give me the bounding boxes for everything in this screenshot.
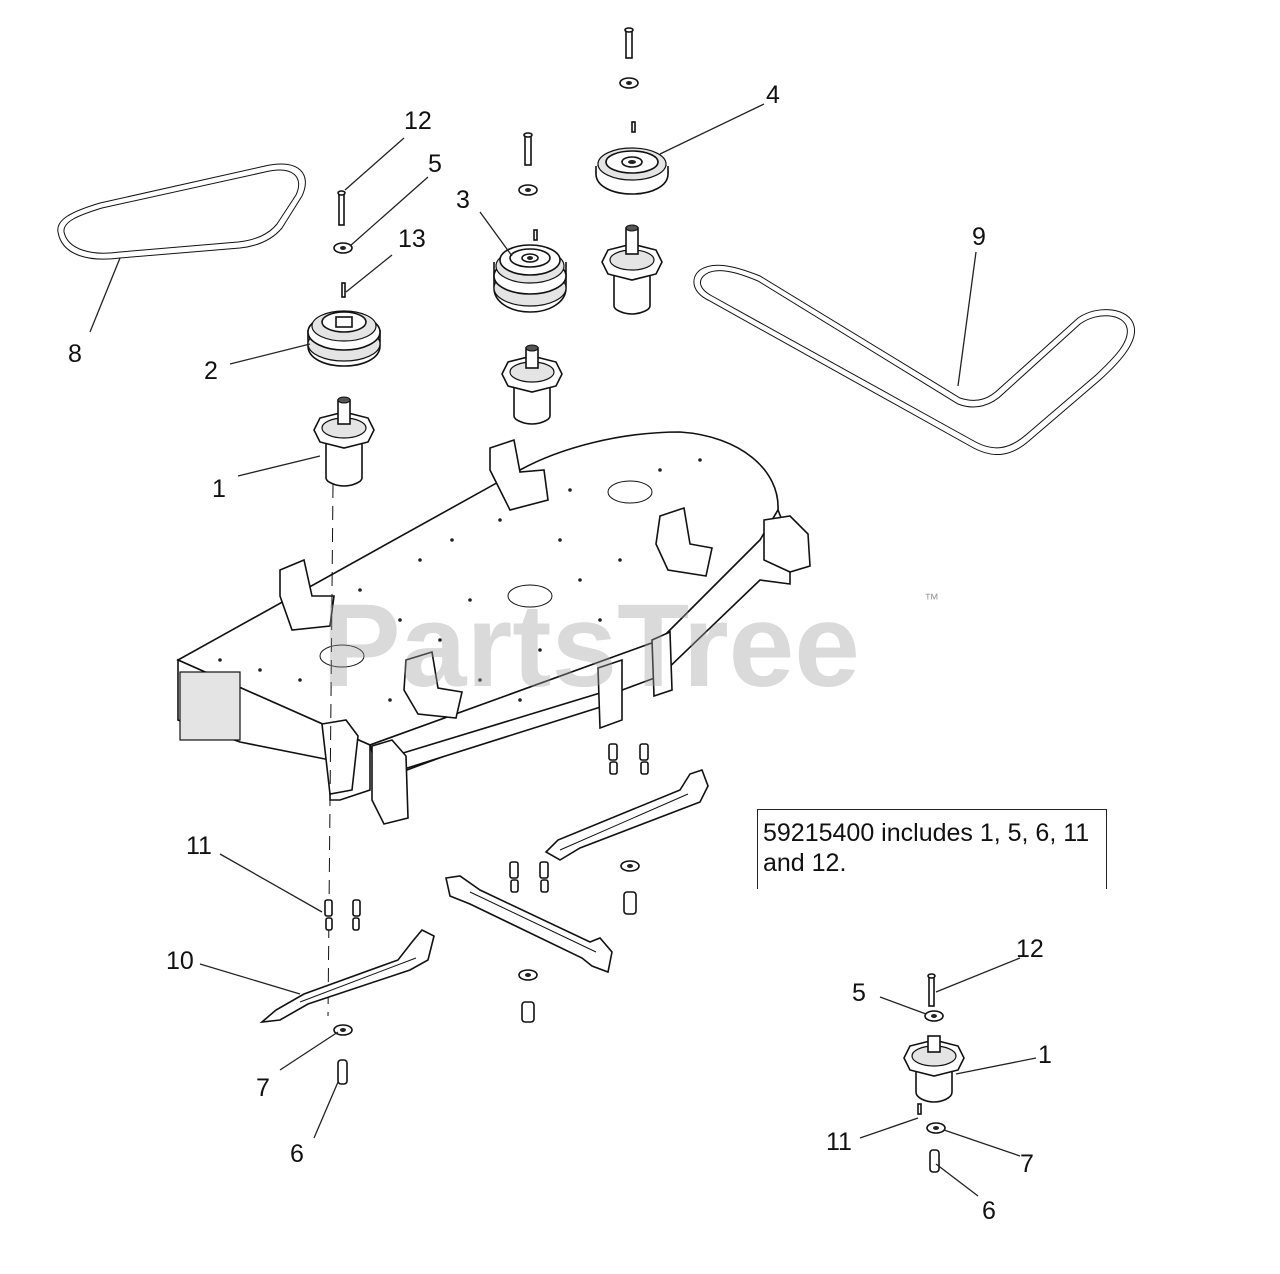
spindle-centre[interactable] — [501, 344, 563, 425]
callout-11-left[interactable]: 11 — [186, 832, 212, 860]
callout-2[interactable]: 2 — [204, 357, 218, 385]
spindle-1-left[interactable] — [313, 396, 375, 487]
bolt-3 — [518, 132, 538, 241]
callout-6-right[interactable]: 6 — [982, 1197, 996, 1225]
callout-12-top[interactable]: 12 — [404, 107, 432, 135]
kit-note-text: 59215400 includes 1, 5, 6, 11 and 12. — [763, 819, 1090, 877]
callout-6-left[interactable]: 6 — [290, 1140, 304, 1168]
watermark-text: PartsTree — [322, 580, 860, 712]
leader-lines — [89, 103, 1037, 1197]
pulley-4[interactable] — [595, 147, 669, 195]
callout-3[interactable]: 3 — [456, 186, 470, 214]
spindle-right[interactable] — [601, 224, 663, 315]
callout-8[interactable]: 8 — [68, 340, 82, 368]
mower-deck[interactable] — [176, 431, 811, 825]
callout-5-top[interactable]: 5 — [428, 150, 442, 178]
callout-9[interactable]: 9 — [972, 223, 986, 251]
blade-bolts — [324, 743, 649, 1085]
callout-12-right[interactable]: 12 — [1016, 935, 1044, 963]
belt-8[interactable] — [57, 163, 306, 260]
bolt-4 — [619, 27, 639, 133]
watermark-tm: ™ — [924, 591, 939, 608]
callout-7-right[interactable]: 7 — [1020, 1150, 1034, 1178]
callout-11-right[interactable]: 11 — [826, 1128, 852, 1156]
callout-7-left[interactable]: 7 — [256, 1074, 270, 1102]
belt-9[interactable] — [693, 264, 1136, 456]
bolt-12-stack — [333, 190, 353, 298]
callout-5-right[interactable]: 5 — [852, 979, 866, 1007]
pulley-2[interactable] — [307, 310, 381, 367]
blade-right[interactable] — [544, 768, 709, 861]
callout-1-right[interactable]: 1 — [1038, 1041, 1052, 1069]
blade-10[interactable] — [259, 929, 435, 1024]
callout-1-left[interactable]: 1 — [212, 475, 226, 503]
callout-10[interactable]: 10 — [166, 947, 194, 975]
callout-13[interactable]: 13 — [398, 225, 426, 253]
kit-note-box — [757, 809, 1107, 889]
callout-4[interactable]: 4 — [766, 81, 780, 109]
pulley-3[interactable] — [493, 244, 567, 313]
spindle-assembly-59215400[interactable] — [903, 973, 965, 1173]
blade-centre[interactable] — [445, 875, 613, 974]
